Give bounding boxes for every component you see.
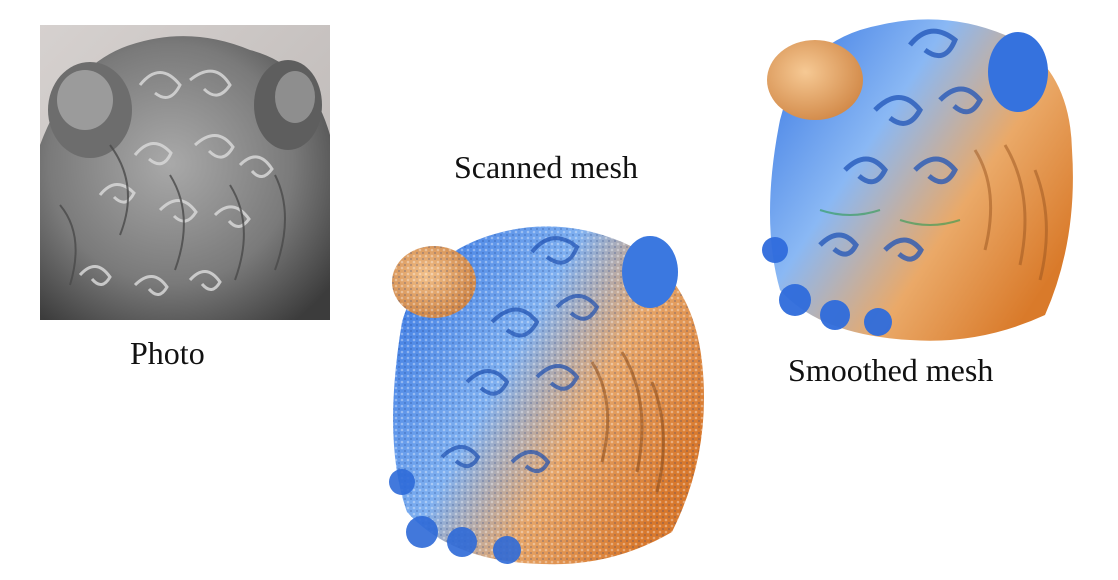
photo-graphic (40, 25, 330, 320)
smoothed-mesh-image (760, 10, 1080, 345)
photo-caption: Photo (130, 335, 205, 371)
smoothed-mesh-caption: Smoothed mesh (788, 352, 994, 388)
smoothed-mesh-graphic (762, 19, 1073, 341)
photo-image (40, 25, 330, 320)
scanned-mesh-image (382, 212, 714, 572)
scanned-mesh-graphic (389, 226, 704, 565)
scanned-mesh-caption: Scanned mesh (454, 149, 638, 185)
